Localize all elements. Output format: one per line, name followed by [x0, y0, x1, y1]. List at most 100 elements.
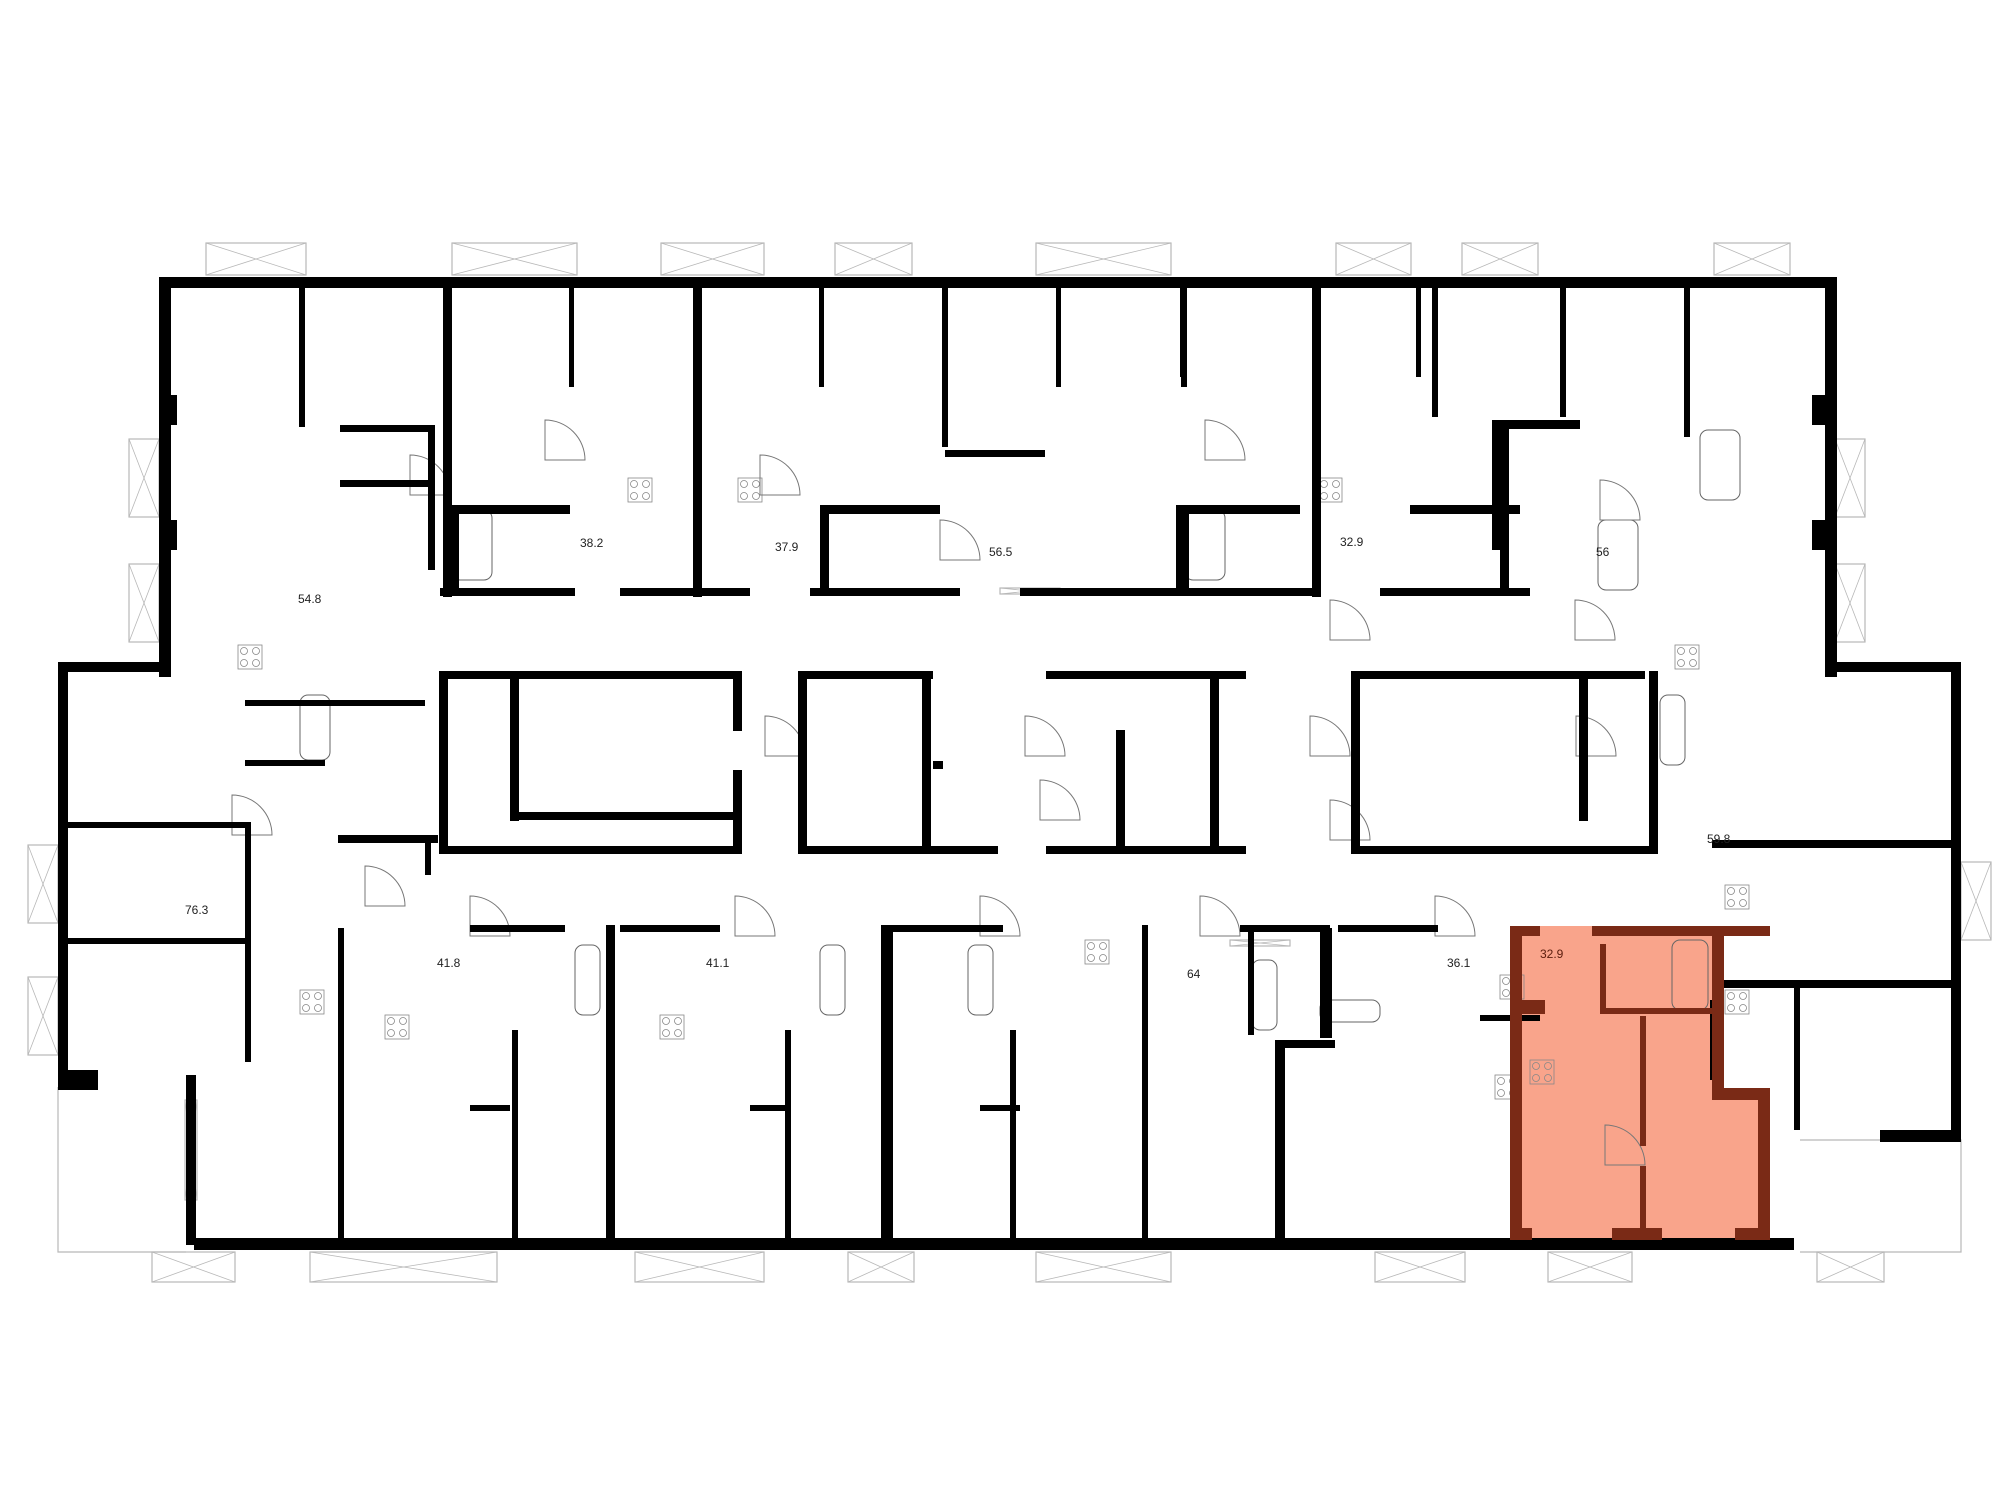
window: [1713, 242, 1791, 276]
wall: [1248, 925, 1328, 931]
door-swing[interactable]: [1039, 779, 1081, 821]
wall: [606, 925, 615, 1245]
window: [205, 242, 307, 276]
selected-apartment-wall: [1758, 1088, 1770, 1238]
wall: [1010, 1030, 1016, 1240]
unit-area-label[interactable]: 54.8: [298, 592, 322, 606]
wall: [1046, 846, 1246, 854]
door-swing[interactable]: [1574, 599, 1616, 641]
burner: [1497, 1077, 1505, 1085]
door-swing[interactable]: [1024, 715, 1066, 757]
wall: [439, 671, 448, 854]
wall: [1835, 662, 1961, 672]
fixtures: [231, 419, 1750, 1166]
wall: [439, 846, 739, 854]
unit-area-label[interactable]: 64: [1187, 967, 1201, 981]
wall: [933, 761, 943, 769]
door-swing[interactable]: [231, 794, 273, 836]
wall: [1560, 277, 1566, 417]
burner: [252, 647, 260, 655]
selected-apartment-wall: [1735, 1228, 1770, 1240]
wall: [881, 925, 893, 1245]
wall: [1351, 671, 1591, 679]
stove-icon: [1724, 884, 1750, 910]
unit-area-label[interactable]: 56: [1596, 545, 1610, 559]
window-pane-line: [128, 438, 160, 518]
door-swing[interactable]: [1604, 1124, 1646, 1166]
stove-icon: [299, 989, 325, 1015]
door-swing[interactable]: [1599, 479, 1641, 521]
window: [1335, 242, 1412, 276]
wall: [450, 505, 570, 514]
window-pane-line: [634, 1251, 765, 1283]
unit-area-label[interactable]: 38.2: [580, 536, 604, 550]
wall: [620, 588, 750, 596]
wall: [512, 1030, 518, 1240]
door-swing[interactable]: [1199, 895, 1241, 937]
wall: [1312, 277, 1321, 597]
unit-area-label[interactable]: 41.8: [437, 956, 461, 970]
door-swing[interactable]: [469, 895, 511, 937]
unit-area-label[interactable]: 36.1: [1447, 956, 1471, 970]
window-pane-line: [834, 242, 913, 276]
burner: [1087, 954, 1095, 962]
burner: [1532, 1062, 1540, 1070]
selected-apartment-wall: [1640, 1166, 1646, 1228]
wall: [1812, 520, 1830, 550]
selected-apartment-wall: [1712, 1088, 1770, 1100]
door-swing[interactable]: [1309, 715, 1351, 757]
burner: [1689, 647, 1697, 655]
door-swing[interactable]: [1329, 799, 1371, 841]
bathtub-icon: [1184, 509, 1226, 581]
door-swing[interactable]: [364, 865, 406, 907]
window-pane-line: [451, 242, 578, 276]
burner: [1689, 659, 1697, 667]
door-swing[interactable]: [979, 895, 1021, 937]
door-swing[interactable]: [1204, 419, 1246, 461]
door-swing[interactable]: [1434, 895, 1476, 937]
wall: [620, 925, 720, 932]
burner: [662, 1017, 670, 1025]
wall: [922, 671, 931, 781]
door-swing[interactable]: [734, 895, 776, 937]
unit-area-label[interactable]: 76.3: [185, 903, 209, 917]
burner: [314, 992, 322, 1000]
door-swing[interactable]: [544, 419, 586, 461]
wall: [1210, 671, 1219, 854]
burner: [1677, 647, 1685, 655]
wall: [58, 1070, 98, 1090]
burner: [387, 1017, 395, 1025]
window-pane-line: [1547, 1251, 1633, 1283]
door-swing[interactable]: [759, 454, 801, 496]
wall: [58, 938, 248, 944]
selected-unit-area-label[interactable]: 32.9: [1540, 947, 1564, 961]
burner: [1727, 992, 1735, 1000]
door-swing[interactable]: [939, 519, 981, 561]
burner: [302, 992, 310, 1000]
selected-apartment-wall: [1520, 1000, 1545, 1014]
burner: [1497, 1089, 1505, 1097]
wall: [1180, 505, 1300, 514]
wall: [1649, 671, 1658, 854]
door-swing[interactable]: [1329, 599, 1371, 641]
window-pane-line: [1035, 1251, 1172, 1283]
wall: [785, 1030, 791, 1240]
wall: [58, 662, 168, 672]
burner: [1727, 899, 1735, 907]
window-pane-line: [847, 1251, 915, 1283]
wall: [159, 520, 177, 550]
unit-area-label[interactable]: 41.1: [706, 956, 730, 970]
unit-area-label[interactable]: 59.8: [1707, 832, 1731, 846]
wall: [945, 450, 1045, 457]
wall: [1046, 671, 1246, 679]
selected-apartment-wall: [1510, 1228, 1532, 1240]
burner: [1677, 659, 1685, 667]
unit-area-label[interactable]: 32.9: [1340, 535, 1364, 549]
wall: [810, 588, 960, 596]
wall: [58, 662, 68, 1087]
unit-area-label[interactable]: 37.9: [775, 540, 799, 554]
unit-area-label[interactable]: 56.5: [989, 545, 1013, 559]
burner: [314, 1004, 322, 1012]
wall: [245, 822, 251, 1062]
